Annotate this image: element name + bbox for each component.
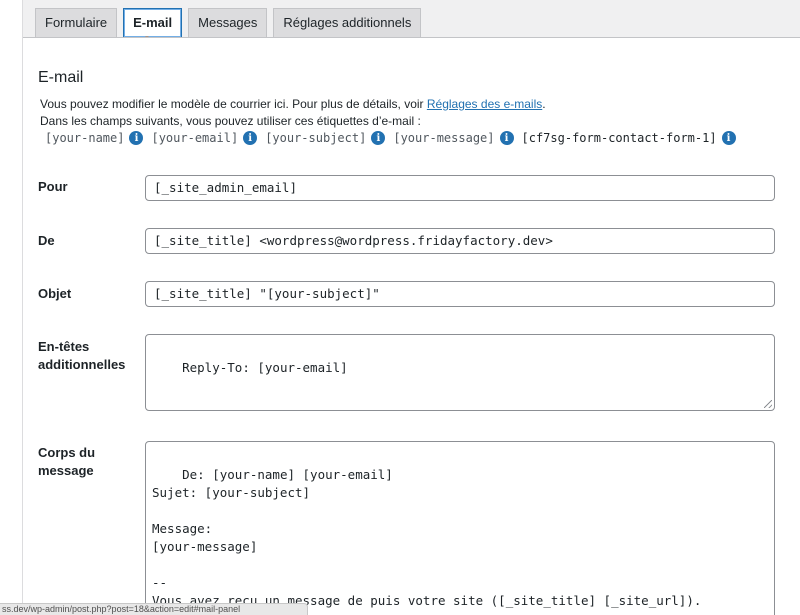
tab-messages[interactable]: Messages xyxy=(188,8,268,37)
mail-tag-your-message[interactable]: [your-message] xyxy=(393,131,495,145)
mail-tag-your-subject[interactable]: [your-subject] xyxy=(265,131,367,145)
info-icon[interactable]: i xyxy=(499,131,514,145)
subject-label: Objet xyxy=(38,286,72,301)
to-label: Pour xyxy=(38,179,68,194)
body-label: Corps du message xyxy=(38,444,95,480)
info-icon[interactable]: i xyxy=(371,131,386,145)
mail-tag-form-id[interactable]: [cf7sg-form-contact-form-1] xyxy=(521,131,717,145)
tab-email[interactable]: E-mail xyxy=(123,8,183,37)
headers-textarea-value: Reply-To: [your-email] xyxy=(182,360,348,375)
browser-status-bar: ss.dev/wp-admin/post.php?post=18&action=… xyxy=(0,603,308,615)
mail-tag-your-name[interactable]: [your-name] xyxy=(45,131,125,145)
info-icon[interactable]: i xyxy=(721,131,736,145)
section-description: Vous pouvez modifier le modèle de courri… xyxy=(40,97,546,111)
editor-tabs: Formulaire E-mail Messages Réglages addi… xyxy=(35,8,422,37)
mail-tags-list: [your-name] i [your-email] i [your-subje… xyxy=(45,131,744,145)
headers-label-line1: En-têtes xyxy=(38,339,90,354)
section-title: E-mail xyxy=(38,69,84,86)
mail-tag-your-email[interactable]: [your-email] xyxy=(151,131,239,145)
headers-label-line2: additionnelles xyxy=(38,357,126,372)
info-icon[interactable]: i xyxy=(243,131,258,145)
headers-textarea[interactable]: Reply-To: [your-email] xyxy=(145,334,775,411)
body-label-line2: message xyxy=(38,463,94,478)
description-suffix: . xyxy=(542,97,546,111)
to-input[interactable]: [_site_admin_email] xyxy=(145,175,775,201)
subject-input[interactable]: [_site_title] "[your-subject]" xyxy=(145,281,775,307)
resize-grip-icon[interactable] xyxy=(764,400,772,408)
tags-intro: Dans les champs suivants, vous pouvez ut… xyxy=(40,114,421,128)
body-textarea[interactable]: De: [your-name] [your-email] Sujet: [you… xyxy=(145,441,775,615)
tab-reglages-additionnels[interactable]: Réglages additionnels xyxy=(273,8,422,37)
from-label: De xyxy=(38,233,55,248)
tab-formulaire[interactable]: Formulaire xyxy=(35,8,118,37)
description-text: Vous pouvez modifier le modèle de courri… xyxy=(40,97,427,111)
from-input[interactable]: [_site_title] <wordpress@wordpress.frida… xyxy=(145,228,775,254)
info-icon[interactable]: i xyxy=(129,131,144,145)
body-textarea-value: De: [your-name] [your-email] Sujet: [you… xyxy=(152,467,702,608)
admin-sidebar-edge xyxy=(0,0,23,615)
email-panel: E-mail Vous pouvez modifier le modèle de… xyxy=(23,37,800,615)
headers-label: En-têtes additionnelles xyxy=(38,338,125,374)
email-settings-link[interactable]: Réglages des e-mails xyxy=(426,97,543,111)
body-label-line1: Corps du xyxy=(38,445,96,460)
